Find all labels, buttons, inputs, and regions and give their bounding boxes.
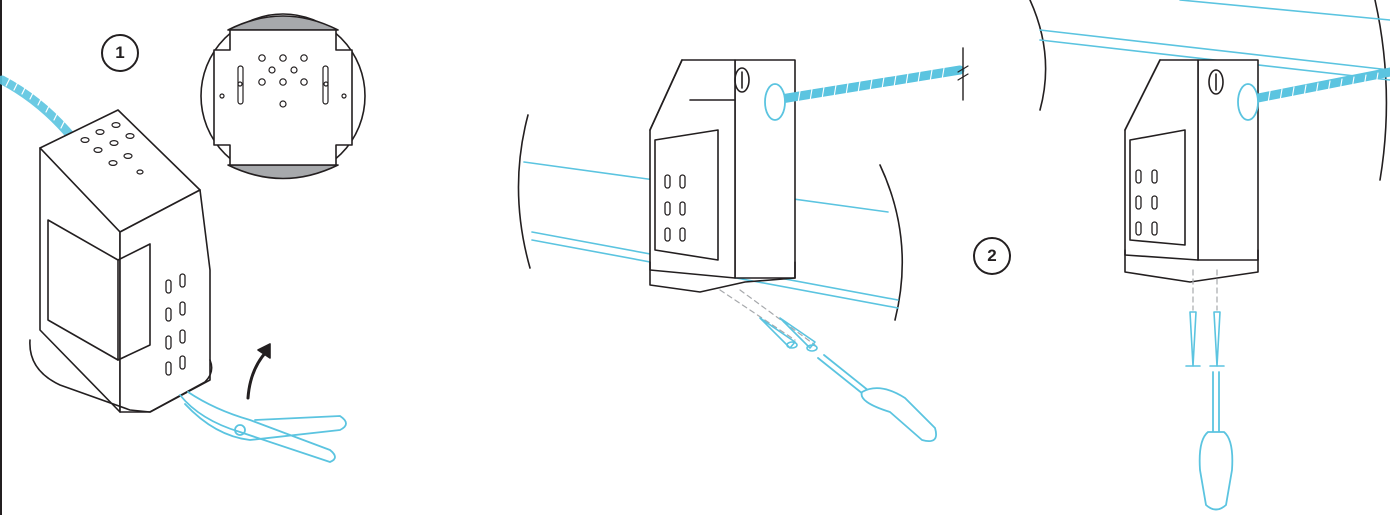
step1-conduit — [0, 75, 75, 140]
plate-top-tab — [227, 15, 339, 31]
step2a-housing-side — [649, 59, 736, 279]
step1-right-face — [119, 189, 211, 413]
step2b-screwdriver — [1198, 371, 1234, 511]
step2a-conduit-connector — [764, 83, 786, 121]
step2a-base — [649, 261, 796, 293]
step2a-knockout — [734, 67, 750, 93]
step2a-joist-right-edge — [879, 164, 904, 321]
plate-slots — [237, 65, 329, 105]
step1-housing-illustration — [0, 75, 347, 463]
step1-plate-inset — [200, 13, 366, 180]
plate-square — [213, 29, 353, 166]
step2a-housing-front — [734, 59, 796, 279]
step2a-slots — [664, 174, 686, 242]
step2b-conduit — [1243, 67, 1390, 105]
step2a-conduit — [770, 65, 965, 105]
step2a-illustration — [517, 47, 969, 443]
step2b-screws — [1185, 311, 1225, 367]
left-frame-line — [0, 0, 2, 515]
step2a-screwdriver — [817, 354, 937, 443]
step2a-joist-left-edge — [517, 114, 531, 269]
step2b-base — [1124, 249, 1259, 283]
step1-top-holes — [80, 121, 144, 175]
step1-rotate-arrow — [246, 350, 268, 400]
step2a-screws — [759, 317, 818, 352]
step2b-ceiling-left-edge — [1029, 0, 1047, 111]
step2b-housing-window — [1129, 129, 1186, 246]
step1-conduit-ridges — [5, 77, 66, 129]
step1-side-slots — [165, 273, 186, 376]
step2b-illustration — [1029, 0, 1390, 511]
step2b-slots — [1135, 169, 1158, 236]
step2b-knockout — [1208, 69, 1224, 95]
step2a-housing-window — [654, 129, 719, 261]
plate-bottom-tab — [227, 164, 339, 180]
step-number-badge-1: 1 — [101, 34, 139, 72]
step1-bottom-plate — [29, 339, 213, 413]
step2b-conduit-connector — [1237, 83, 1259, 121]
step2b-ceiling-right-edge — [1374, 0, 1388, 181]
step-number-badge-2: 2 — [973, 237, 1011, 275]
step1-pliers — [179, 391, 347, 463]
